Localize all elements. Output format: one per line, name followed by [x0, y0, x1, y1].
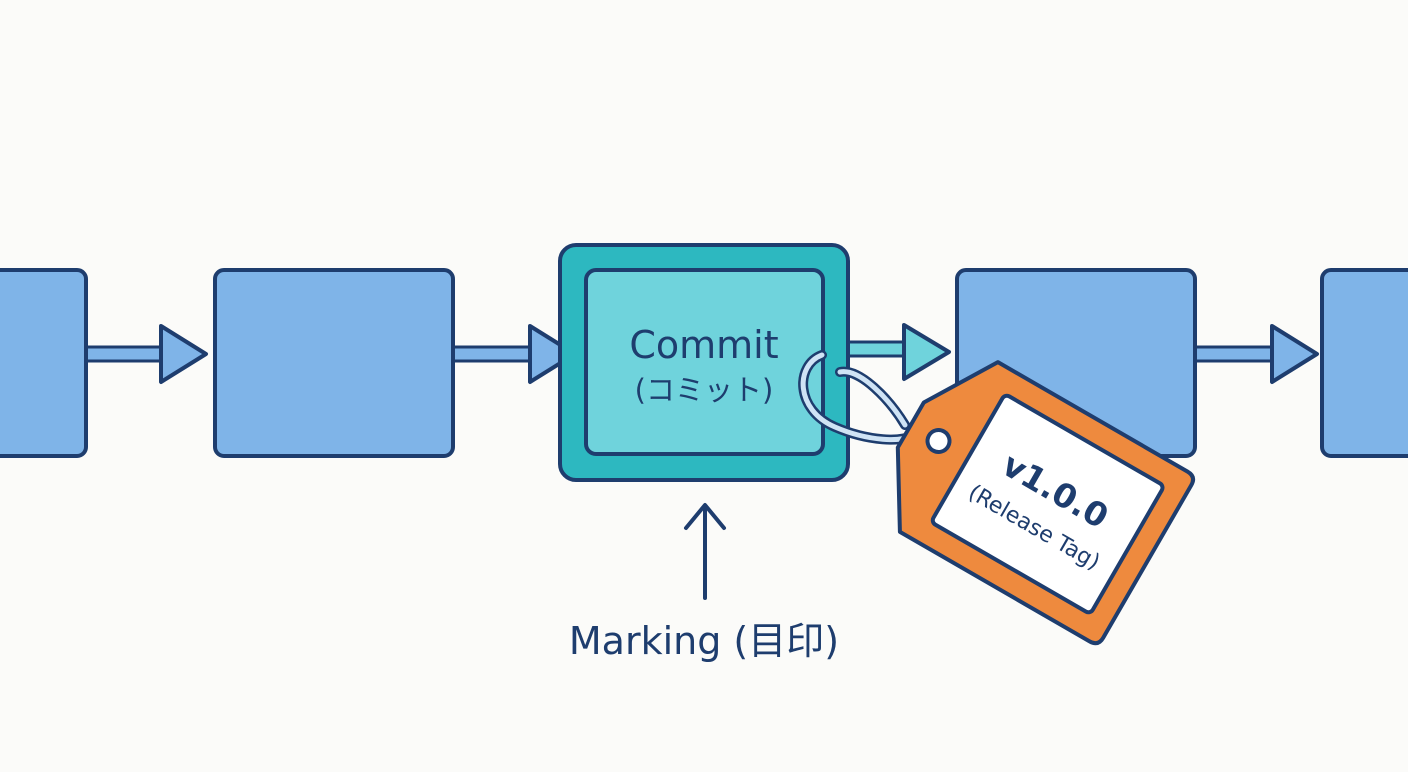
marking-label: Marking (目印) [569, 619, 839, 663]
highlighted-commit-inner [584, 268, 825, 456]
tag-hole [925, 428, 952, 454]
highlighted-commit: Commit (コミット) [558, 243, 850, 482]
commit-sublabel: (コミット) [635, 373, 774, 407]
arrow-up-icon [684, 503, 726, 600]
commit-arrow-2 [451, 324, 577, 384]
commit-label: Commit [629, 323, 778, 367]
commit-box-5 [1320, 268, 1408, 458]
tag-label-panel [930, 393, 1165, 615]
commit-arrow-1 [84, 324, 208, 384]
commit-box-1 [0, 268, 88, 458]
commit-box-2 [213, 268, 455, 458]
release-tag: v1.0.0 (Release Tag) [895, 360, 1196, 646]
commit-arrow-4 [1193, 324, 1319, 384]
tag-ring [798, 350, 922, 445]
